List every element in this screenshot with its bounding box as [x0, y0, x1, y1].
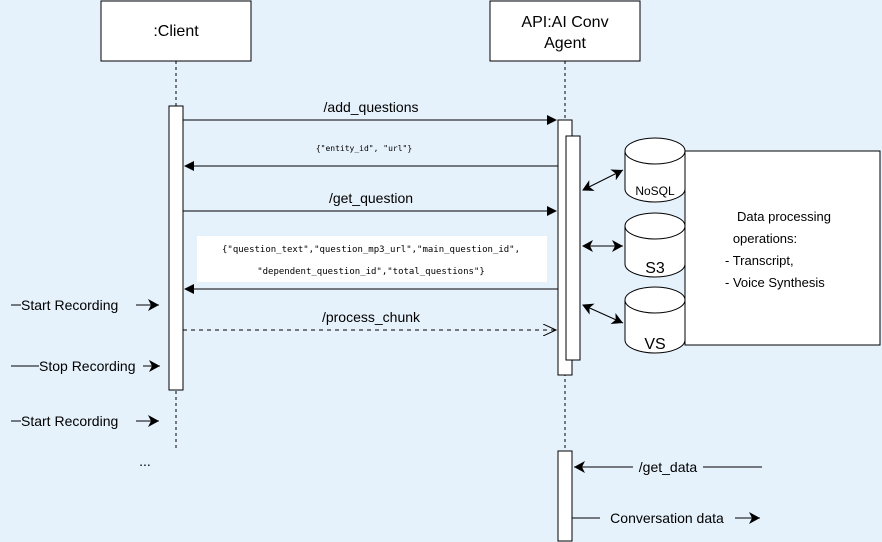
event-start-recording-1-label: Start Recording: [21, 297, 118, 313]
note-line-4: - Voice Synthesis: [725, 275, 825, 290]
datastore-s3: S3: [624, 212, 686, 278]
message-conversation-data-label: Conversation data: [610, 510, 724, 526]
datastore-nosql: NoSQL: [624, 137, 686, 203]
activation-agent-bottom: [557, 450, 573, 542]
datastore-vs-label: VS: [644, 336, 665, 353]
message-conversation-data-label-bg: [600, 510, 735, 526]
event-start-recording-2: Start Recording: [11, 413, 159, 429]
participant-client: :Client: [100, 0, 252, 62]
message-process-chunk-label: /process_chunk: [322, 309, 421, 325]
message-get-question-response-line1: {"question_text","question_mp3_url","mai…: [222, 245, 520, 255]
message-add-questions-label: /add_questions: [324, 99, 419, 115]
message-get-question-response-line2: "dependent_question_id","total_questions…: [257, 267, 485, 277]
activation-agent-nested: [565, 135, 581, 361]
event-stop-recording: Stop Recording: [11, 358, 160, 374]
event-start-recording-2-label: Start Recording: [21, 413, 118, 429]
message-get-data-label-bg: [633, 459, 703, 475]
connector-nosql: [582, 169, 624, 191]
note-line-1: Data processing: [737, 209, 831, 224]
note-line-2: operations:: [733, 231, 797, 246]
note-line-3: - Transcript,: [725, 253, 794, 268]
datastore-vs: VS: [624, 286, 686, 354]
event-stop-recording-label: Stop Recording: [39, 358, 136, 374]
datastore-nosql-label: NoSQL: [635, 184, 675, 198]
message-get-question-label: /get_question: [329, 190, 413, 206]
datastore-s3-label: S3: [645, 260, 665, 277]
ellipsis-continuation: ...: [139, 453, 151, 469]
message-add-questions-response-label: {"entity_id", "url"}: [316, 144, 412, 153]
participant-agent-label-line2: Agent: [544, 35, 586, 52]
participant-agent-label-line1: API:AI Conv: [521, 14, 608, 31]
activation-client: [168, 105, 184, 391]
connector-vs: [582, 303, 624, 324]
participant-client-label: :Client: [153, 23, 199, 40]
note-data-processing: Data processing operations: - Transcript…: [684, 150, 881, 346]
event-start-recording-1: Start Recording: [11, 297, 159, 313]
response-payload-background: [197, 236, 547, 282]
participant-agent: API:AI Conv Agent: [489, 0, 641, 62]
message-get-data-label: /get_data: [639, 459, 698, 475]
